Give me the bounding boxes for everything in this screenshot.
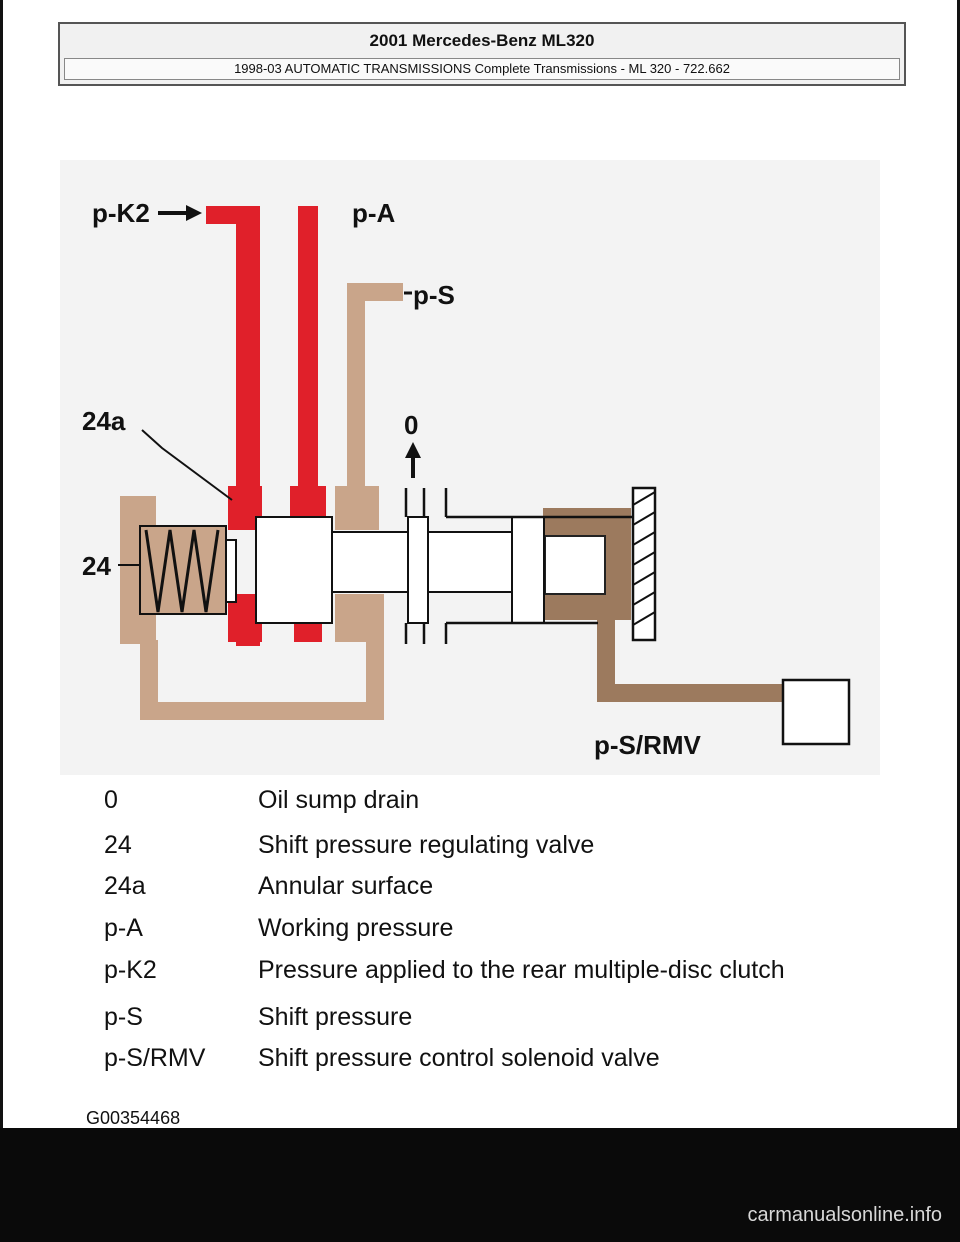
- header-title: 2001 Mercedes-Benz ML320: [369, 31, 595, 50]
- valve-diagram: p-K2 p-A p-S 0 24a 24 p-S/RMV: [60, 160, 880, 775]
- document-header: 2001 Mercedes-Benz ML320 1998-03 AUTOMAT…: [58, 22, 906, 86]
- label-pa: p-A: [352, 198, 396, 228]
- solenoid-line: [543, 508, 783, 702]
- label-drain: 0: [404, 410, 418, 440]
- right-border: [957, 0, 960, 1128]
- solenoid-valve-box: [781, 678, 851, 746]
- legend-desc-24a: Annular surface: [258, 872, 434, 900]
- watermark: carmanualsonline.info: [747, 1204, 942, 1226]
- label-24: 24: [82, 551, 111, 581]
- label-ps: p-S: [413, 280, 455, 310]
- legend-key-psrmv: p-S/RMV: [104, 1044, 206, 1072]
- header-subtitle: 1998-03 AUTOMATIC TRANSMISSIONS Complete…: [64, 58, 900, 80]
- label-24a: 24a: [82, 406, 126, 436]
- legend-desc-pk2: Pressure applied to the rear multiple-di…: [258, 956, 785, 984]
- leader-line-24a: [141, 429, 233, 501]
- label-pk2: p-K2: [92, 198, 150, 228]
- shift-pressure-loop: [120, 496, 384, 720]
- legend-key-24a: 24a: [104, 872, 146, 900]
- legend-desc-0: Oil sump drain: [258, 786, 420, 814]
- working-pressure-lines: [206, 206, 326, 646]
- legend-key-24: 24: [104, 831, 132, 859]
- legend-desc-psrmv: Shift pressure control solenoid valve: [258, 1044, 660, 1072]
- figure-id: G00354468: [86, 1108, 181, 1128]
- footer-band: [0, 1128, 960, 1242]
- label-psrmv: p-S/RMV: [594, 730, 702, 760]
- legend-desc-ps: Shift pressure: [258, 1003, 413, 1031]
- legend-key-pa: p-A: [104, 914, 143, 942]
- legend-key-ps: p-S: [104, 1003, 143, 1031]
- diagram-background: [60, 160, 880, 775]
- pk2-arrow-icon: [158, 205, 202, 221]
- left-border: [0, 0, 3, 1128]
- ps-supply-line: [335, 283, 403, 530]
- legend-key-pk2: p-K2: [104, 956, 157, 984]
- legend-key-0: 0: [104, 786, 118, 814]
- end-wall-hatch: [631, 486, 657, 642]
- legend-desc-pa: Working pressure: [258, 914, 454, 942]
- legend-desc-24: Shift pressure regulating valve: [258, 831, 595, 859]
- spring-chamber: [139, 525, 227, 615]
- valve-spool: [225, 488, 632, 644]
- drain-arrow-icon: [405, 442, 421, 478]
